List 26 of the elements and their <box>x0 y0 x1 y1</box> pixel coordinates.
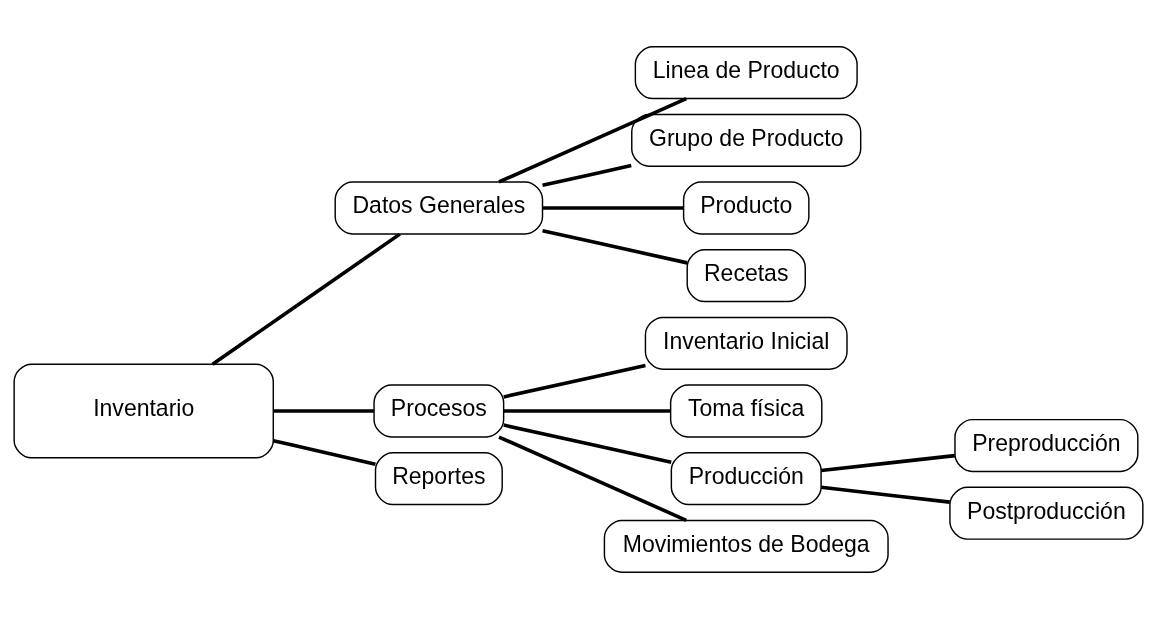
connector <box>273 409 374 413</box>
connector <box>211 232 401 366</box>
connector <box>542 163 632 188</box>
node-box: Producción <box>670 452 822 506</box>
connector <box>820 453 955 473</box>
node-box: Inventario <box>13 363 274 459</box>
connector <box>820 485 951 504</box>
node-box: Grupo de Producto <box>631 113 862 167</box>
connector <box>503 423 672 465</box>
connector <box>503 409 671 413</box>
node-box: Inventario Inicial <box>644 316 848 370</box>
node-box: Datos Generales <box>334 181 544 235</box>
connector <box>542 206 684 210</box>
connector <box>272 438 376 467</box>
node-box: Postproducción <box>949 486 1144 540</box>
connector <box>503 363 646 399</box>
node-box: Toma física <box>669 384 823 438</box>
node-box: Reportes <box>374 452 503 506</box>
node-box: Recetas <box>686 249 806 303</box>
node-box: Preproducción <box>954 418 1139 473</box>
connector <box>542 228 688 265</box>
connector <box>498 97 687 184</box>
node-box: Procesos <box>373 384 505 438</box>
node-box: Linea de Producto <box>634 46 858 100</box>
node-box: Movimientos de Bodega <box>603 519 889 573</box>
node-box: Producto <box>682 181 810 235</box>
